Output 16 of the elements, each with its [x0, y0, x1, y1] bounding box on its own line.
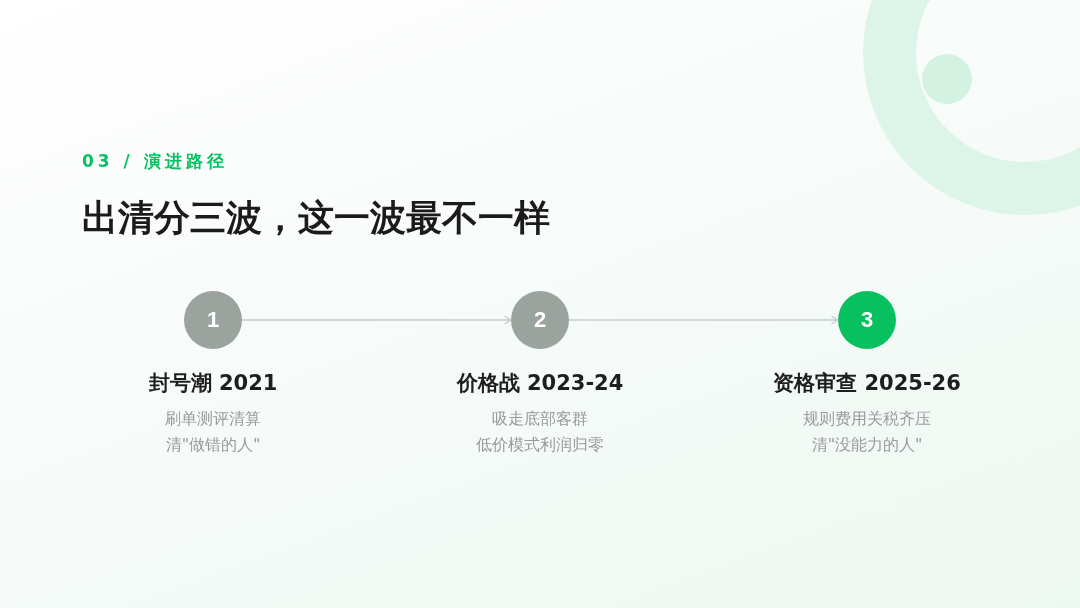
step-description: 清"做错的人" [165, 434, 261, 456]
step-title: 资格审查 2025-26 [773, 370, 961, 397]
arrow [568, 315, 839, 325]
step-description: 清"没能力的人" [811, 434, 923, 456]
arrow [241, 315, 512, 325]
step-number-circle: 2 [511, 291, 569, 349]
step-description: 刷单测评清算 [165, 408, 261, 430]
step-description: 低价模式利润归零 [476, 434, 604, 456]
step-description: 规则费用关税齐压 [803, 408, 931, 430]
step-description: 吸走底部客群 [492, 408, 588, 430]
step-title: 封号潮 2021 [148, 370, 278, 397]
step-number-circle: 3 [838, 291, 896, 349]
step-title: 价格战 2023-24 [456, 370, 624, 397]
slide-title: 出清分三波，这一波最不一样 [82, 196, 550, 240]
section-label: 03 / 演进路径 [82, 150, 228, 173]
step-number-circle: 1 [184, 291, 242, 349]
